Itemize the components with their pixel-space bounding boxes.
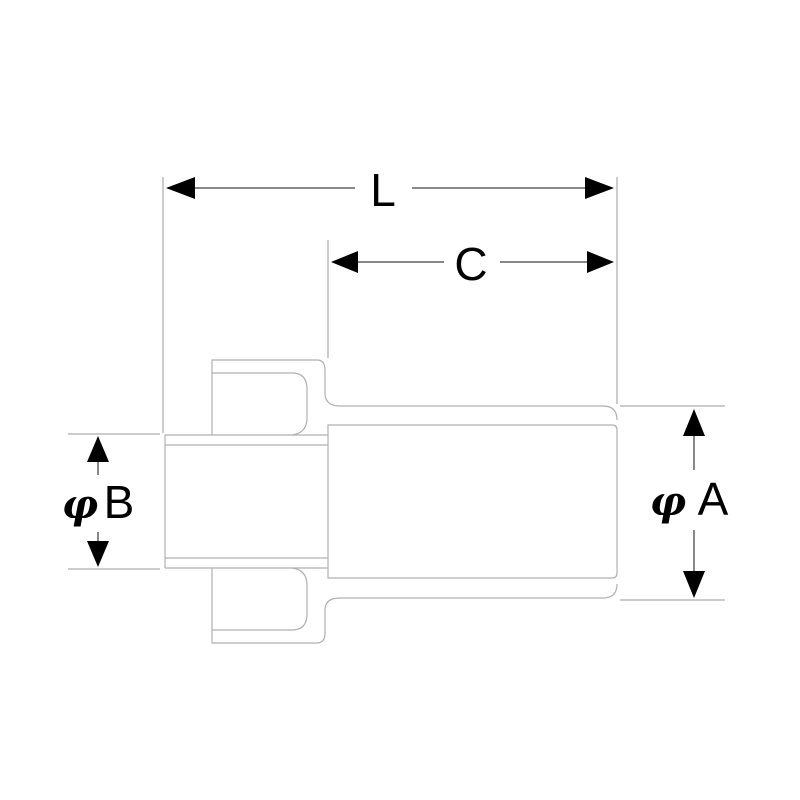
upper-flange-inner: [212, 372, 308, 436]
phi-symbol-a: φ: [650, 478, 686, 525]
arrow-b-down-icon: [87, 541, 109, 567]
lower-flange-inner: [212, 567, 308, 631]
label-a: A: [698, 473, 729, 525]
dimension-phi-b: φ B: [62, 436, 134, 567]
extension-lines: [68, 177, 725, 601]
dimension-c: C: [331, 238, 614, 290]
arrow-l-right-icon: [585, 177, 614, 199]
dimension-phi-a: φ A: [650, 409, 729, 598]
arrow-c-right-icon: [587, 251, 614, 273]
lower-flange: [211, 568, 618, 644]
label-l: L: [370, 164, 396, 216]
part-outline: [164, 359, 618, 644]
label-b: B: [104, 476, 135, 528]
main-body: [327, 424, 618, 579]
label-c: C: [454, 238, 487, 290]
arrow-a-down-icon: [683, 571, 705, 598]
arrow-l-left-icon: [166, 177, 195, 199]
arrow-c-left-icon: [331, 251, 358, 273]
upper-flange: [211, 359, 618, 435]
phi-symbol-b: φ: [62, 481, 98, 528]
arrow-a-up-icon: [683, 409, 705, 436]
arrow-b-up-icon: [87, 436, 109, 462]
dimension-l: L: [166, 164, 614, 216]
left-tube: [164, 434, 328, 569]
